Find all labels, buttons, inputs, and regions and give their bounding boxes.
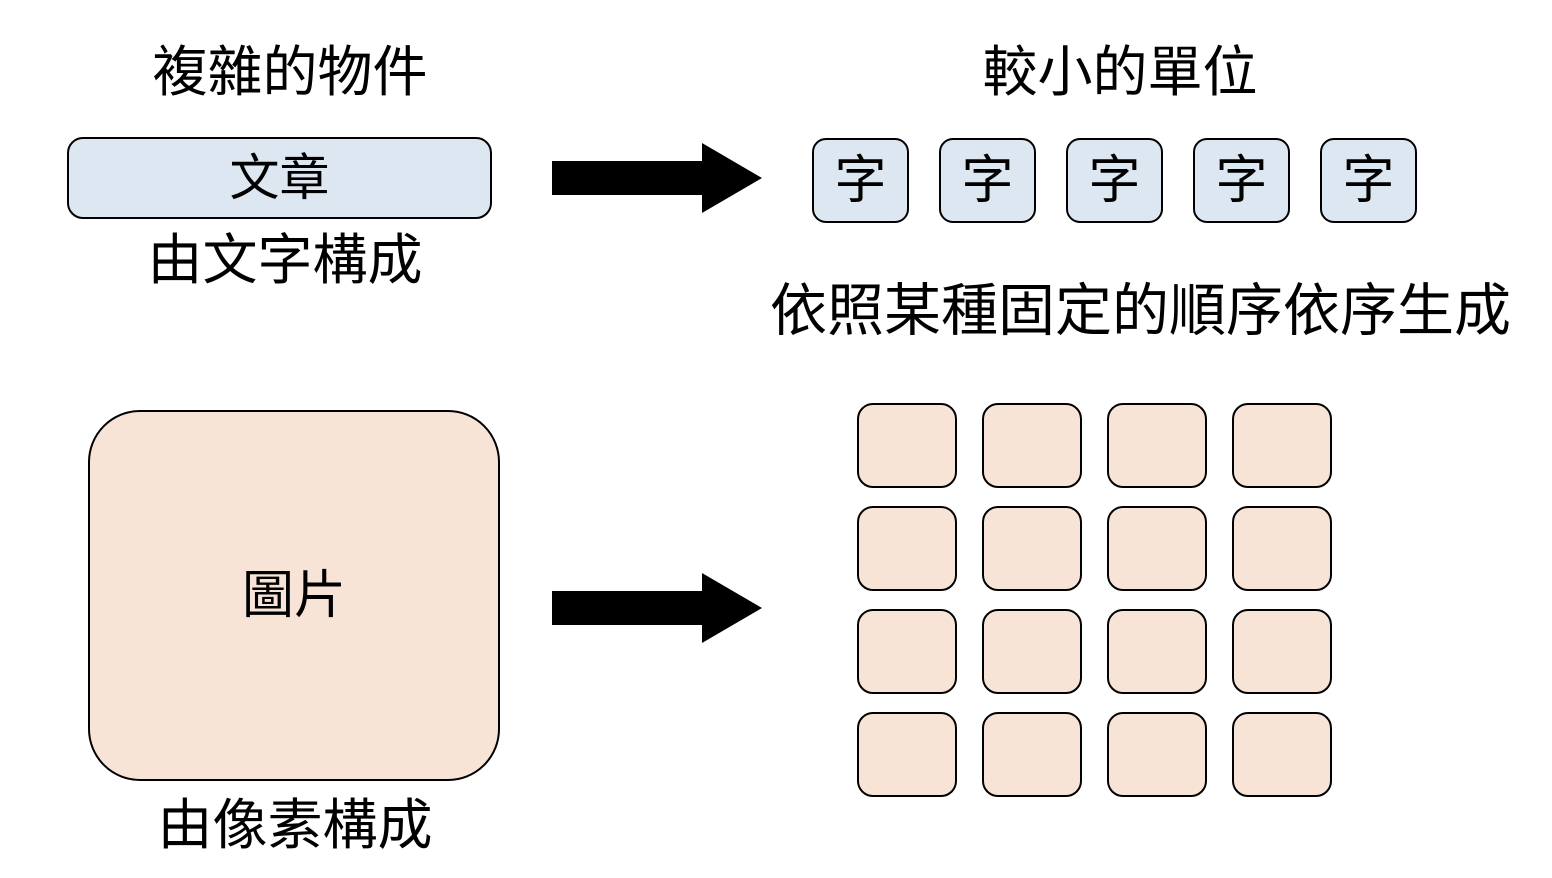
- character-chip: 字: [1066, 138, 1163, 223]
- smaller-units-heading: 較小的單位: [982, 40, 1258, 104]
- pixel-cell: [1232, 712, 1332, 797]
- character-chip-label: 字: [1215, 150, 1268, 211]
- character-chip: 字: [1193, 138, 1290, 223]
- composed-of-text-caption: 由文字構成: [147, 228, 423, 292]
- text-to-characters-arrow: [552, 143, 762, 213]
- composed-of-pixels-caption: 由像素構成: [157, 793, 433, 857]
- pixel-cell: [857, 403, 957, 488]
- picture-box: 圖片: [88, 410, 500, 781]
- article-box: 文章: [67, 137, 492, 219]
- character-chip-label: 字: [1088, 150, 1141, 211]
- pixel-cell: [982, 506, 1082, 591]
- character-chip-label: 字: [1342, 150, 1395, 211]
- pixel-cell: [1107, 712, 1207, 797]
- pixel-cell: [1107, 609, 1207, 694]
- character-chip-label: 字: [961, 150, 1014, 211]
- character-chip: 字: [939, 138, 1036, 223]
- character-chip: 字: [812, 138, 909, 223]
- picture-box-label: 圖片: [241, 565, 346, 626]
- article-box-label: 文章: [229, 149, 330, 207]
- character-chip-label: 字: [834, 150, 887, 211]
- pixel-cell: [1232, 506, 1332, 591]
- complex-object-heading: 複雜的物件: [152, 40, 428, 104]
- generation-order-caption: 依照某種固定的順序依序生成: [770, 278, 1511, 344]
- image-to-pixels-arrow: [552, 573, 762, 643]
- pixel-cell: [857, 609, 957, 694]
- pixel-cell: [1232, 609, 1332, 694]
- pixel-cell: [857, 506, 957, 591]
- pixel-cell: [982, 403, 1082, 488]
- pixel-cell: [982, 609, 1082, 694]
- character-chip: 字: [1320, 138, 1417, 223]
- pixel-cell: [1107, 506, 1207, 591]
- pixel-cell: [982, 712, 1082, 797]
- pixel-cell: [1232, 403, 1332, 488]
- pixel-cell: [857, 712, 957, 797]
- pixel-cell: [1107, 403, 1207, 488]
